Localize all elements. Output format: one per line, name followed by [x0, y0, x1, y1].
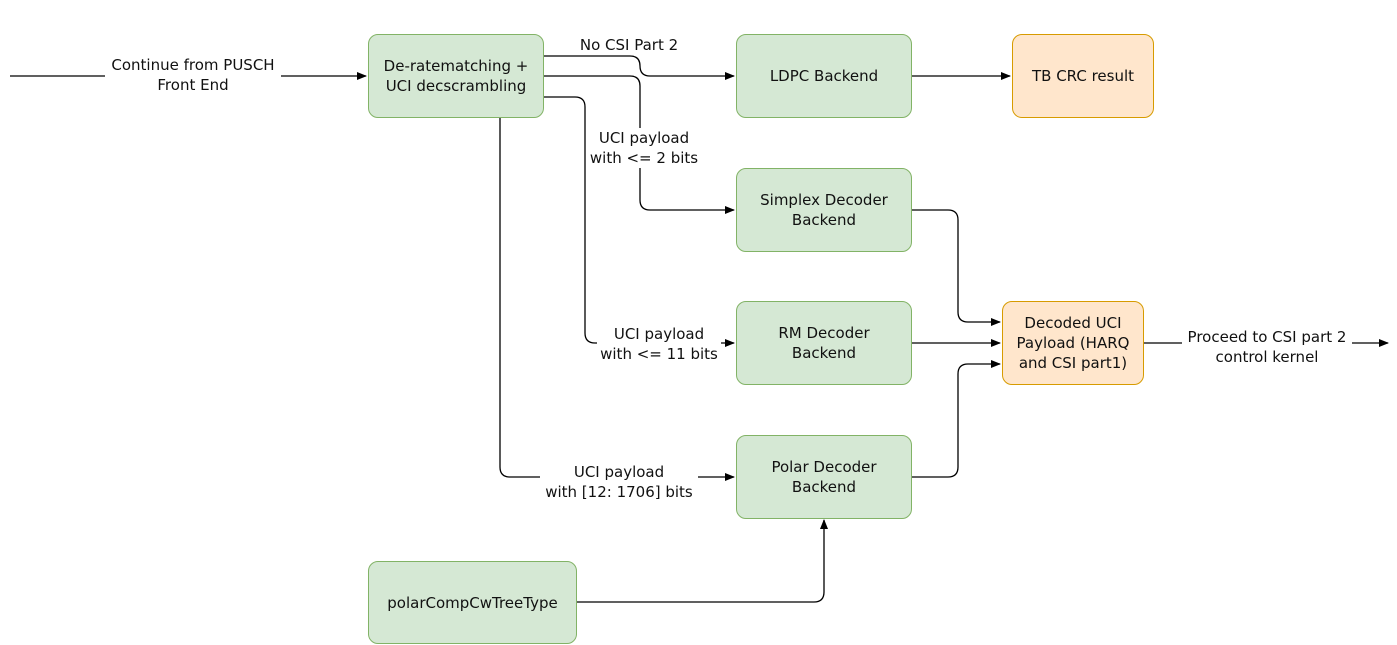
node-ldpc-backend-label: LDPC Backend	[769, 67, 879, 85]
node-decoded-uci-payload[interactable]: Decoded UCI Payload (HARQ and CSI part1)	[1002, 301, 1144, 385]
edge-derate-to-rm	[544, 96, 735, 347]
edge-derate-to-polar	[499, 118, 735, 481]
node-rm-decoder[interactable]: RM Decoder Backend	[736, 301, 912, 385]
node-simplex-decoder-label: Simplex Decoder Backend	[760, 191, 888, 229]
node-polarcompcwtreetype[interactable]: polarCompCwTreeType	[368, 561, 577, 644]
label-proceed-to-csi-part-2: Proceed to CSI part 2 control kernel	[1182, 327, 1352, 367]
label-no-csi-part-2: No CSI Part 2	[574, 35, 684, 55]
edge-derate-to-ldpc	[544, 55, 735, 80]
label-uci-payload-2-bits: UCI payload with <= 2 bits	[586, 128, 702, 168]
node-rm-decoder-label: RM Decoder Backend	[778, 324, 870, 362]
node-ldpc-backend[interactable]: LDPC Backend	[736, 34, 912, 118]
label-uci-payload-11-bits: UCI payload with <= 11 bits	[597, 324, 721, 364]
node-polarcompcwtreetype-label: polarCompCwTreeType	[387, 593, 558, 612]
node-tb-crc-result-label: TB CRC result	[1031, 67, 1135, 85]
node-tb-crc-result[interactable]: TB CRC result	[1012, 34, 1154, 118]
edge-polar-to-decoded	[912, 360, 1001, 478]
node-deratematching-label: De-ratematching + UCI decscrambling	[383, 57, 529, 95]
edge-polarcomp-to-polar	[577, 519, 828, 603]
node-deratematching[interactable]: De-ratematching + UCI decscrambling	[368, 34, 544, 118]
node-decoded-uci-payload-label: Decoded UCI Payload (HARQ and CSI part1)	[1016, 314, 1130, 372]
label-uci-payload-1706-bits: UCI payload with [12: 1706] bits	[540, 462, 698, 502]
node-polar-decoder[interactable]: Polar Decoder Backend	[736, 435, 912, 519]
label-continue-from-pusch: Continue from PUSCH Front End	[105, 55, 281, 95]
node-polar-decoder-label: Polar Decoder Backend	[771, 458, 877, 496]
edge-simplex-to-decoded	[912, 209, 1001, 326]
node-simplex-decoder[interactable]: Simplex Decoder Backend	[736, 168, 912, 252]
